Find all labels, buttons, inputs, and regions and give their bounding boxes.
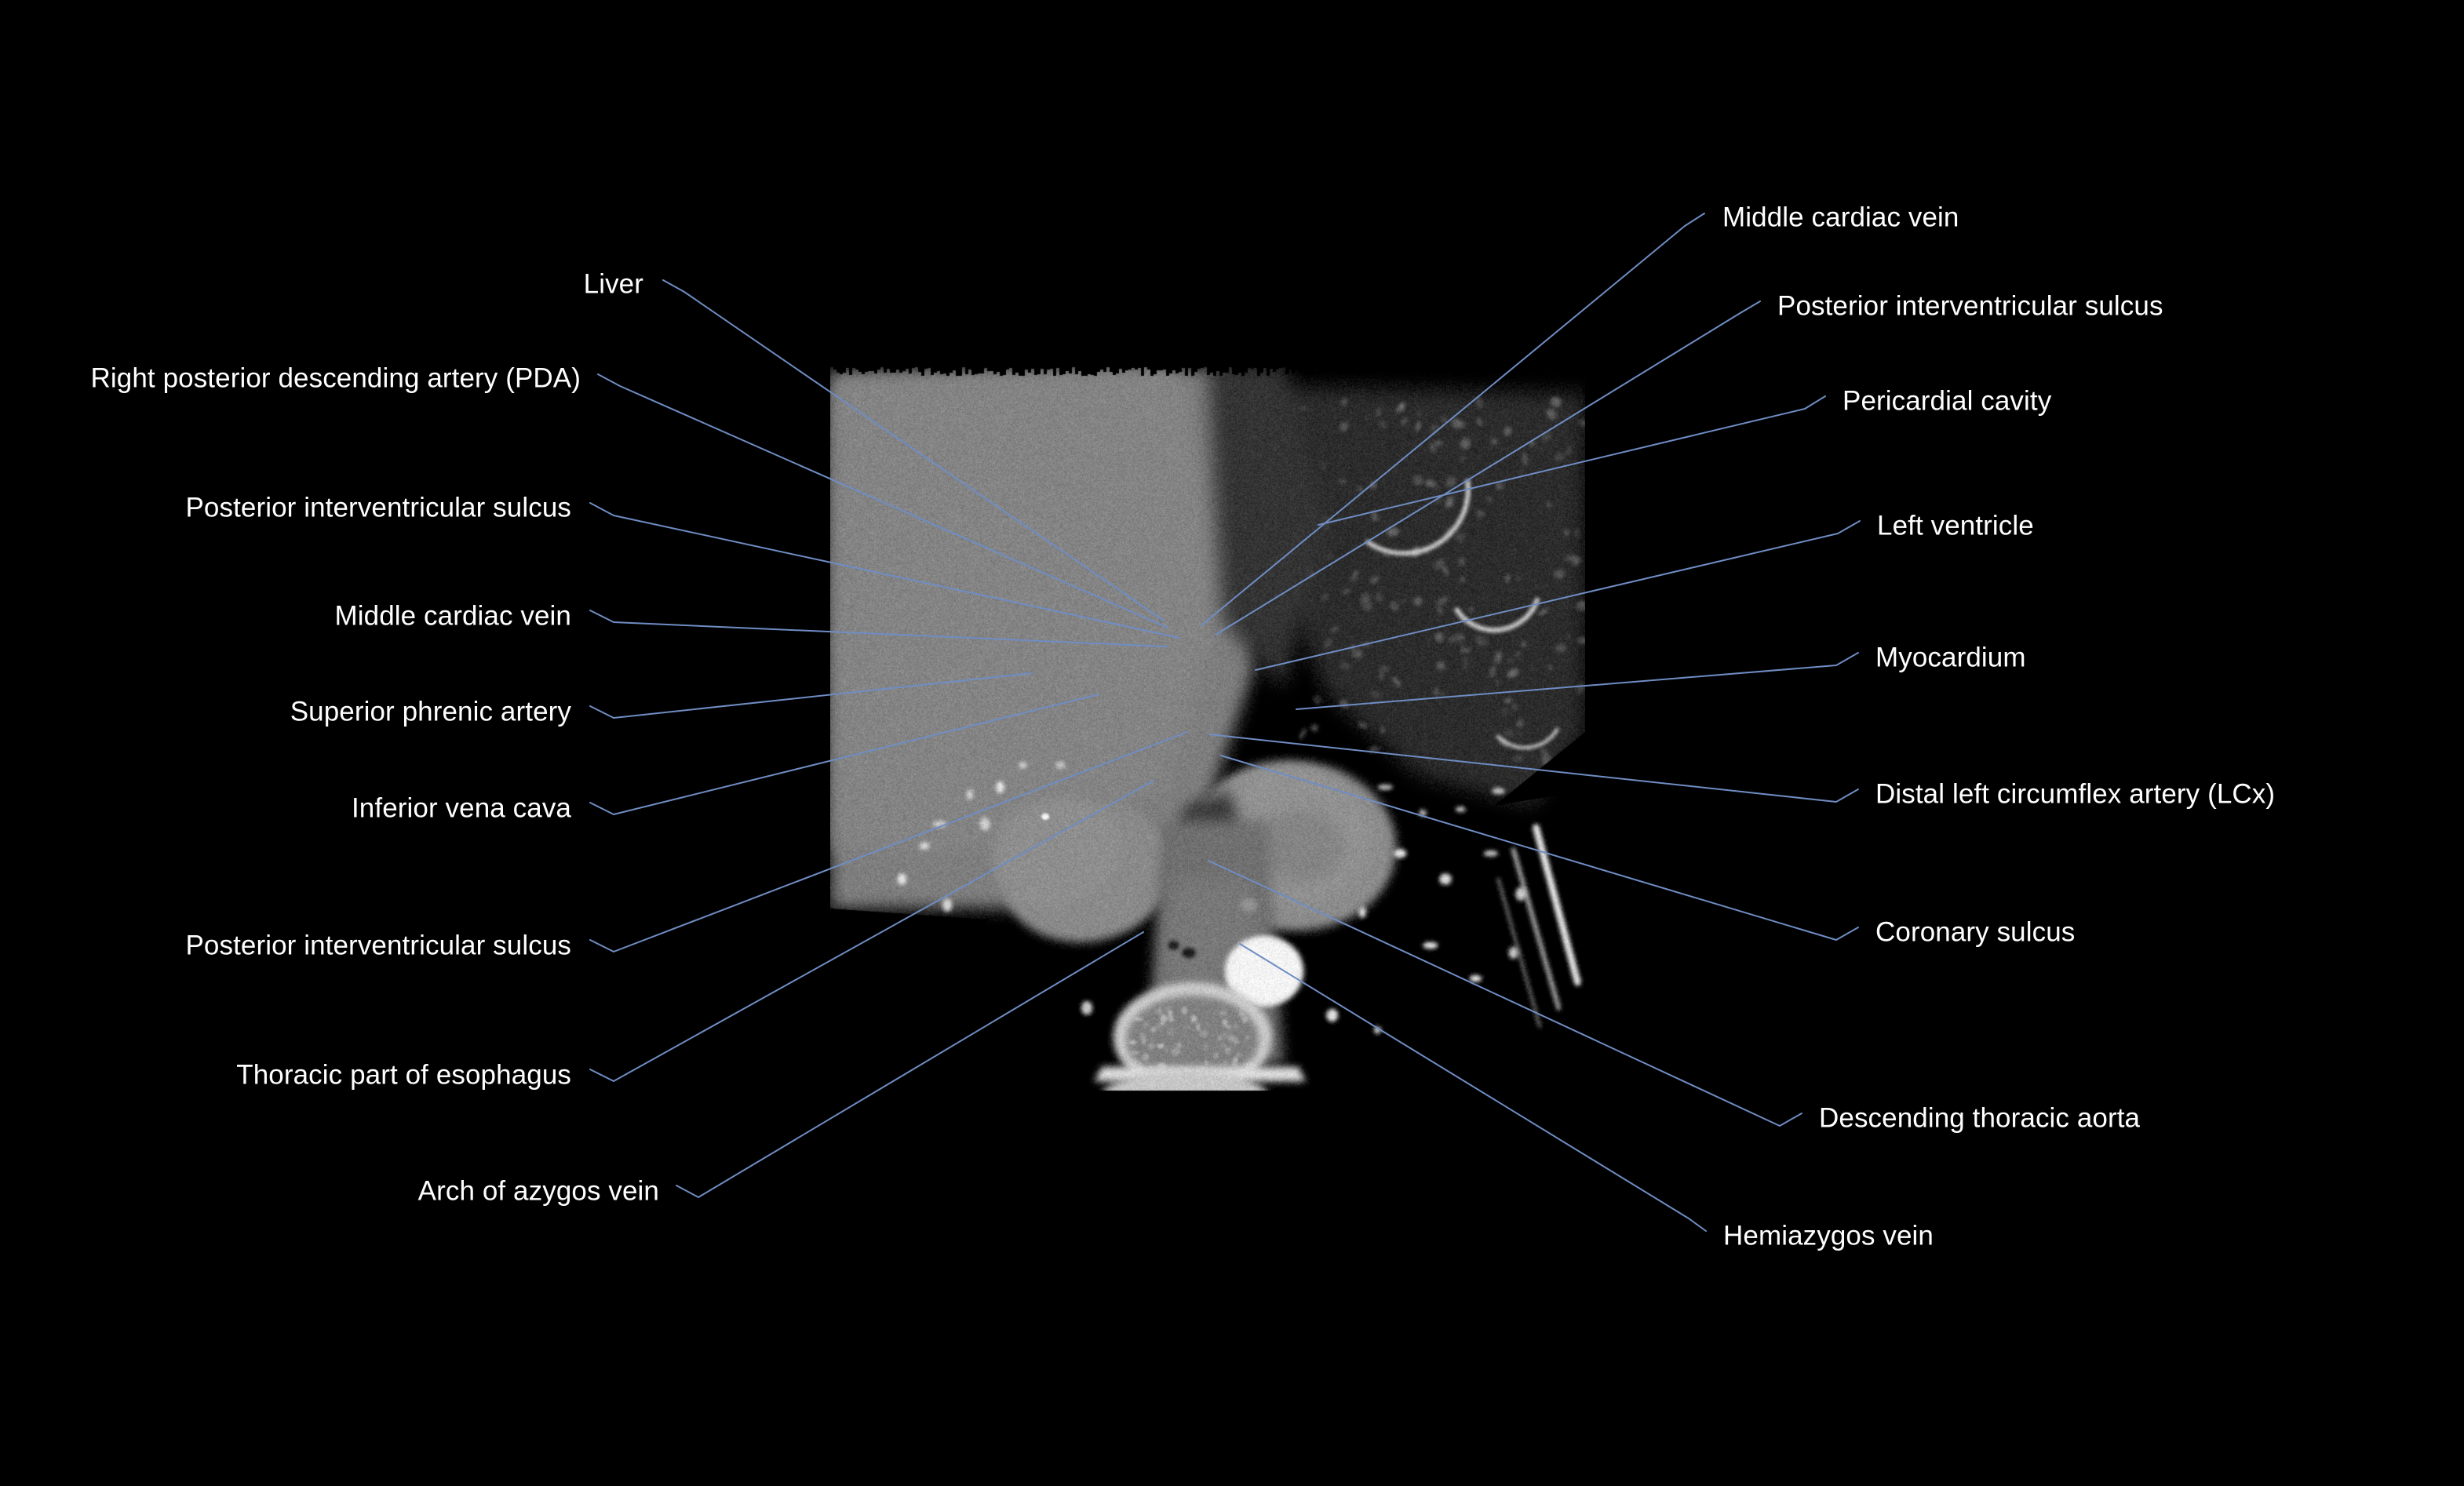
- annotation-label-posterior-interventricular-sulcus-left-upper[interactable]: Posterior interventricular sulcus: [185, 492, 571, 523]
- annotation-label-superior-phrenic-artery[interactable]: Superior phrenic artery: [290, 696, 571, 727]
- annotation-label-myocardium[interactable]: Myocardium: [1875, 642, 2026, 673]
- annotation-label-hemiazygos-vein[interactable]: Hemiazygos vein: [1723, 1220, 1934, 1251]
- annotation-label-pericardial-cavity[interactable]: Pericardial cavity: [1843, 385, 2052, 417]
- annotation-label-arch-of-azygos-vein[interactable]: Arch of azygos vein: [417, 1175, 659, 1207]
- annotation-label-inferior-vena-cava[interactable]: Inferior vena cava: [351, 792, 571, 824]
- annotation-label-posterior-interventricular-sulcus-right[interactable]: Posterior interventricular sulcus: [1777, 290, 2163, 322]
- annotation-label-posterior-interventricular-sulcus-left-lower[interactable]: Posterior interventricular sulcus: [185, 930, 571, 961]
- annotation-label-right-posterior-descending-artery-pda[interactable]: Right posterior descending artery (PDA): [90, 362, 581, 394]
- annotation-label-middle-cardiac-vein-right[interactable]: Middle cardiac vein: [1722, 202, 1959, 233]
- ct-coronal-slice-image: [830, 364, 1585, 1100]
- ct-image-frame: [830, 364, 1585, 1100]
- annotation-label-thoracic-part-of-esophagus[interactable]: Thoracic part of esophagus: [236, 1059, 571, 1091]
- annotation-label-distal-left-circumflex-artery-lcx[interactable]: Distal left circumflex artery (LCx): [1875, 778, 2276, 810]
- annotation-label-descending-thoracic-aorta[interactable]: Descending thoracic aorta: [1819, 1102, 2141, 1134]
- annotation-label-middle-cardiac-vein-left[interactable]: Middle cardiac vein: [334, 600, 571, 632]
- annotation-label-left-ventricle[interactable]: Left ventricle: [1877, 510, 2034, 541]
- annotation-label-coronary-sulcus[interactable]: Coronary sulcus: [1875, 916, 2076, 948]
- annotation-label-liver[interactable]: Liver: [583, 268, 643, 300]
